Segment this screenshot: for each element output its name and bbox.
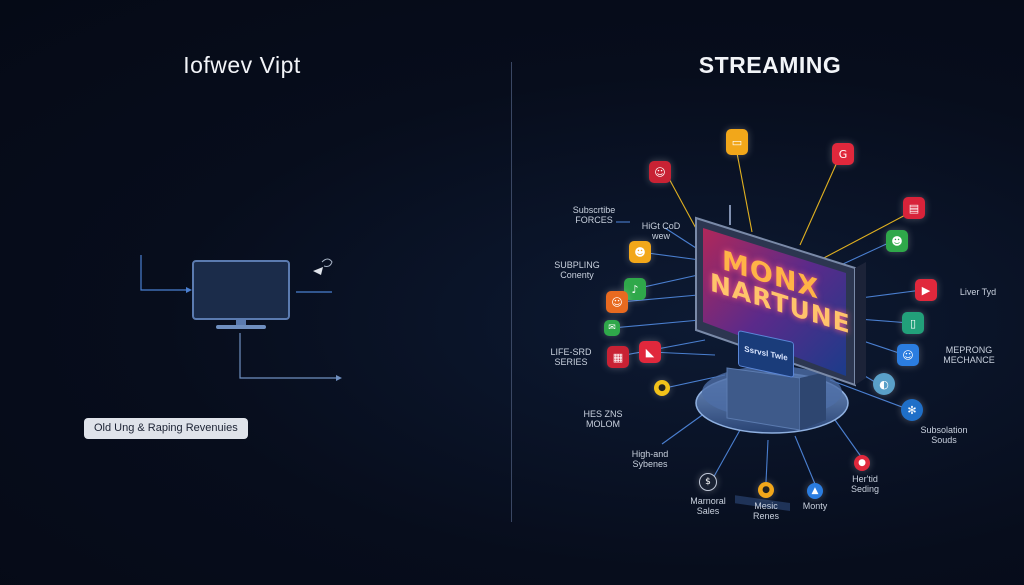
play-logo-icon: G — [832, 143, 854, 165]
remote-icon: ◣ — [639, 341, 661, 363]
mic-icon: ● — [854, 455, 870, 471]
triangle-icon: ▲ — [807, 483, 823, 499]
left-squiggle — [321, 258, 333, 267]
left-input-line — [140, 255, 186, 291]
credit-card-icon: ▤ — [903, 197, 925, 219]
network-icon: ✻ — [901, 399, 923, 421]
left-panel-title: Iofwev Vipt — [183, 52, 301, 78]
left-lower-arrow — [336, 375, 342, 381]
drama-mask-icon: ☺ — [649, 161, 671, 183]
singer-icon: ● — [758, 482, 774, 498]
hub-tv — [695, 205, 866, 387]
right-panel-title: STREAMING — [698, 52, 842, 78]
label-liver-tyd: Liver Tyd — [959, 287, 997, 297]
left-lower-line — [239, 333, 336, 379]
legacy-monitor-screen — [192, 260, 290, 320]
pin-icon: ● — [654, 380, 670, 396]
dollar-icon: $ — [699, 473, 717, 491]
legacy-monitor-neck — [236, 319, 246, 326]
user-avatar-icon: ☻ — [886, 230, 908, 252]
left-cursor-icon — [313, 267, 323, 275]
profile-card-icon: ☺ — [897, 344, 919, 366]
label-monty: Monty — [802, 501, 828, 511]
hub-platform — [695, 366, 849, 512]
tablet-icon: ▯ — [902, 312, 924, 334]
left-input-arrow — [186, 287, 192, 293]
chat-icon: ✉ — [604, 320, 620, 336]
monitor-icon: ▭ — [726, 129, 748, 155]
legacy-revenue-pill: Old Ung & Raping Revenuies — [84, 418, 248, 439]
user-tile-icon: ☺ — [606, 291, 628, 313]
music-tile-icon: ♪ — [624, 278, 646, 300]
legacy-monitor-group — [140, 255, 342, 381]
legacy-monitor-stand — [216, 325, 266, 329]
video-player-icon: ▶ — [915, 279, 937, 301]
person-tile-icon: ☻ — [629, 241, 651, 263]
globe-icon: ◐ — [873, 373, 895, 395]
panel-divider — [511, 62, 512, 522]
film-strip-icon: ▦ — [607, 346, 629, 368]
